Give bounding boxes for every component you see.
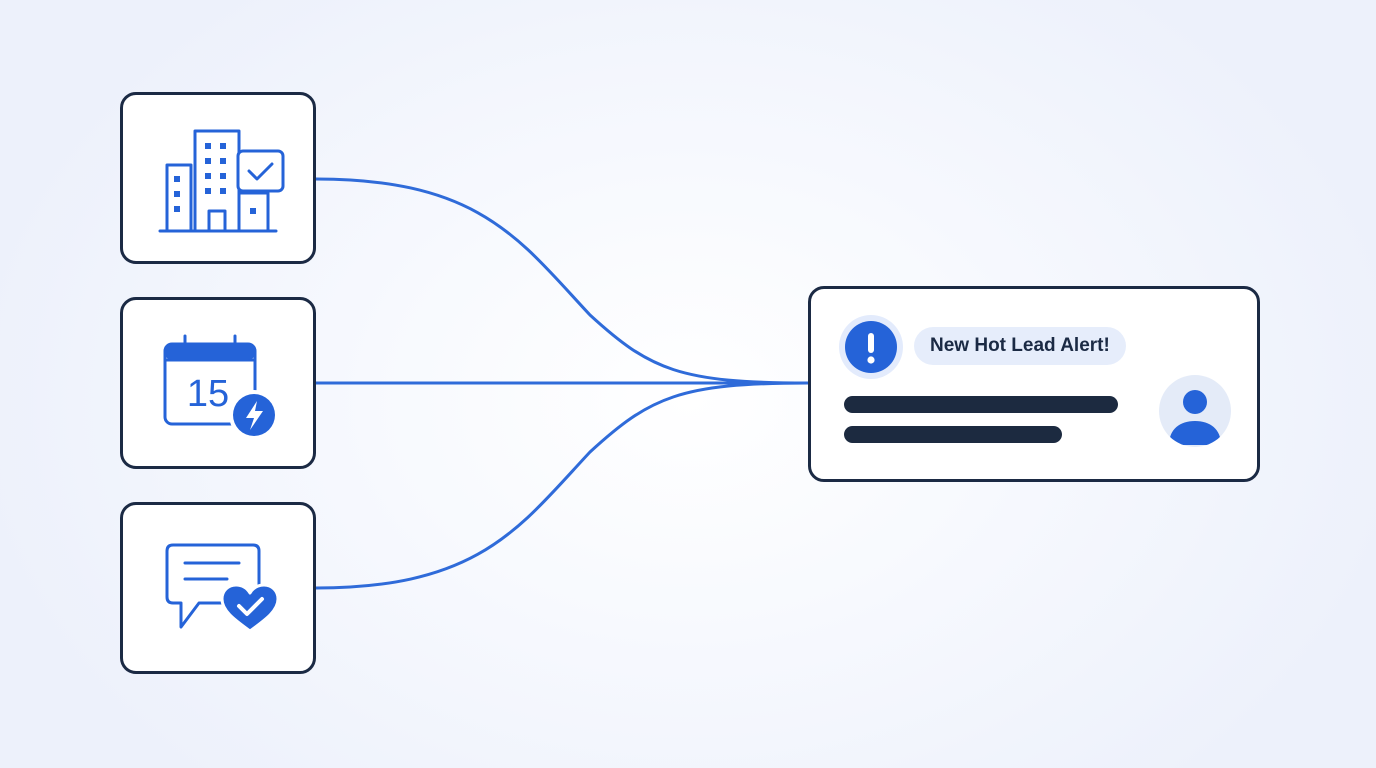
connector-top — [314, 177, 810, 385]
user-avatar-icon — [1159, 375, 1231, 447]
hot-lead-alert-card[interactable]: New Hot Lead Alert! — [808, 286, 1260, 482]
calendar-day: 15 — [187, 373, 229, 415]
exclamation-icon — [845, 321, 897, 373]
building-check-icon — [158, 129, 285, 233]
placeholder-text-line — [844, 426, 1062, 443]
connector-bottom — [314, 381, 810, 590]
source-card-chat — [120, 502, 316, 674]
placeholder-text-line — [844, 396, 1118, 413]
source-card-buildings — [120, 92, 316, 264]
alert-icon-glow — [839, 315, 903, 379]
calendar-bolt-icon: 15 — [163, 334, 279, 440]
chat-heart-check-icon — [165, 543, 280, 633]
source-card-calendar: 15 — [120, 297, 316, 469]
alert-title: New Hot Lead Alert! — [914, 327, 1126, 365]
